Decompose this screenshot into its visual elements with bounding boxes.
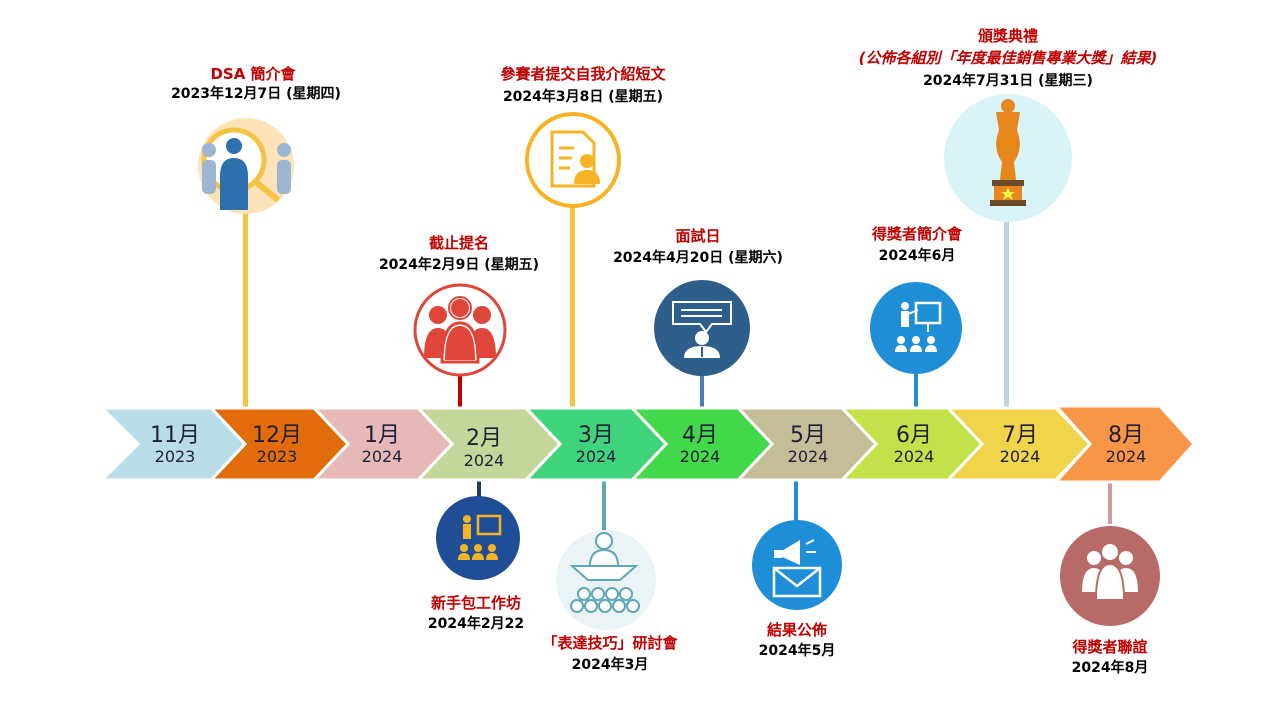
connector-gathering: [1108, 480, 1112, 524]
connector-submission: [570, 206, 575, 408]
trophy-icon: [944, 94, 1072, 222]
month-label-may-2024: 5月: [790, 423, 826, 448]
event-date-interview-day: 2024年4月20日 (星期六): [613, 250, 783, 266]
year-label-jun-2024: 2024: [893, 447, 935, 466]
event-title-results-announcement: 結果公佈: [766, 621, 828, 639]
event-title-winners-gathering: 得獎者聯誼: [1072, 638, 1148, 656]
event-date-starter-workshop: 2024年2月22: [427, 616, 525, 632]
event-title-interview-day: 面試日: [675, 227, 721, 245]
month-label-feb-2024: 2月: [466, 426, 502, 451]
connector-workshop: [477, 480, 481, 498]
connector-dsa: [243, 208, 248, 408]
interview-speaker-icon: [654, 280, 750, 376]
month-label-jul-2024: 7月: [1002, 423, 1038, 448]
connector-lines: [243, 206, 1112, 540]
connector-ceremony: [1004, 222, 1009, 408]
month-label-jun-2024: 6月: [896, 423, 932, 448]
event-title-presentation-seminar: 「表達技巧」研討會: [542, 634, 678, 652]
month-label-apr-2024: 4月: [682, 423, 718, 448]
document-person-icon: [525, 112, 621, 208]
megaphone-envelope-icon: [752, 520, 842, 610]
event-title-starter-workshop: 新手包工作坊: [430, 594, 522, 612]
event-date-winner-briefing: 2024年6月: [878, 248, 956, 264]
month-chevrons: [98, 404, 1197, 484]
event-title-nomination-deadline: 截止提名: [428, 234, 490, 252]
seminar-audience-icon: [556, 530, 656, 630]
month-label-nov-2023: 11月: [150, 423, 200, 448]
year-label-jul-2024: 2024: [999, 447, 1041, 466]
year-label-feb-2024: 2024: [463, 451, 505, 470]
event-title-winner-briefing: 得獎者簡介會: [871, 225, 963, 243]
year-label-dec-2023: 2023: [256, 447, 298, 466]
connector-interview: [700, 372, 704, 408]
connector-briefing: [914, 370, 918, 408]
event-date-dsa-briefing: 2023年12月7日 (星期四): [171, 86, 341, 102]
chevron-nov-2023: [98, 406, 248, 482]
month-label-jan-2024: 1月: [364, 423, 400, 448]
group-people-icon: [413, 283, 507, 377]
event-date-winners-gathering: 2024年8月: [1071, 660, 1149, 676]
month-label-aug-2024: 8月: [1108, 423, 1144, 448]
event-date-results-announcement: 2024年5月: [758, 643, 836, 659]
month-label-dec-2023: 12月: [252, 423, 302, 448]
year-label-nov-2023: 2023: [154, 447, 196, 466]
event-date-essay-submission: 2024年3月8日 (星期五): [502, 89, 664, 105]
magnifier-people-icon: [198, 118, 294, 214]
event-subtitle-award-ceremony: (公佈各組別「年度最佳銷售專業大獎」結果): [858, 49, 1158, 67]
event-date-award-ceremony: 2024年7月31日 (星期三): [923, 73, 1093, 89]
workshop-presenter-icon: [436, 496, 520, 580]
year-label-jan-2024: 2024: [361, 447, 403, 466]
year-label-apr-2024: 2024: [679, 447, 721, 466]
connector-deadline: [458, 376, 462, 408]
year-label-may-2024: 2024: [787, 447, 829, 466]
presentation-board-icon: [870, 282, 962, 374]
year-label-mar-2024: 2024: [575, 447, 617, 466]
event-date-nomination-deadline: 2024年2月9日 (星期五): [378, 257, 540, 273]
connector-seminar: [602, 480, 606, 540]
gathering-people-icon: [1060, 526, 1160, 626]
event-title-dsa-briefing: DSA 簡介會: [210, 65, 296, 83]
event-date-presentation-seminar: 2024年3月: [571, 657, 649, 673]
month-label-mar-2024: 3月: [578, 423, 614, 448]
event-title-essay-submission: 參賽者提交自我介紹短文: [500, 65, 666, 83]
year-label-aug-2024: 2024: [1105, 447, 1147, 466]
event-title-award-ceremony: 頒獎典禮: [977, 27, 1039, 45]
connector-results: [794, 480, 798, 522]
